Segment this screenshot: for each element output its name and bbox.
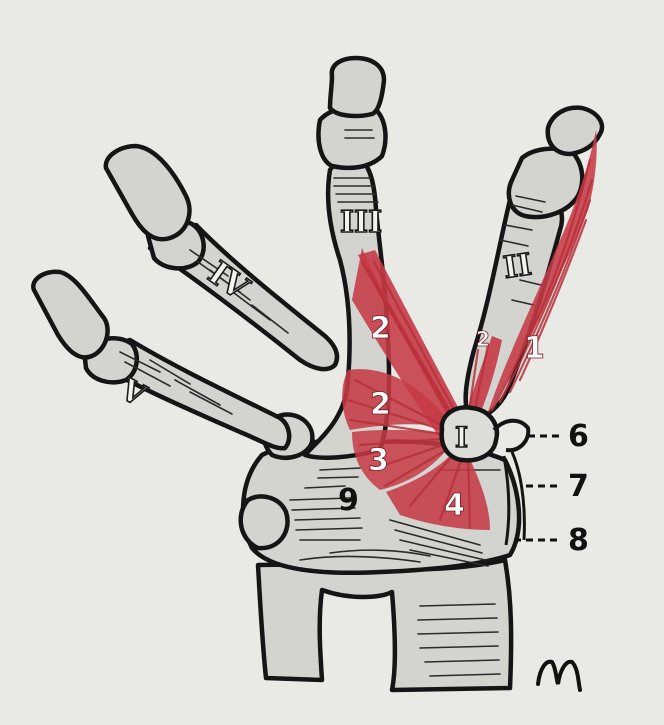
numeral-i: I [455,421,468,454]
label-2-upper: 2 [370,311,391,346]
label-9: 9 [338,483,359,518]
label-2-small: 2 [476,327,490,351]
finger-iv: IV [106,146,337,369]
radius-bone [258,560,511,690]
label-4: 4 [444,488,465,523]
numeral-iii: III [340,205,382,240]
artist-signature [538,662,580,690]
label-2-lower: 2 [370,387,391,422]
callout-7: 7 [568,469,589,504]
callout-8: 8 [568,523,589,558]
numeral-ii: II [501,247,534,286]
callout-6: 6 [568,419,589,454]
thumb-metacarpal-i: I [442,407,529,460]
label-3: 3 [368,443,389,478]
label-1: 1 [524,331,545,366]
